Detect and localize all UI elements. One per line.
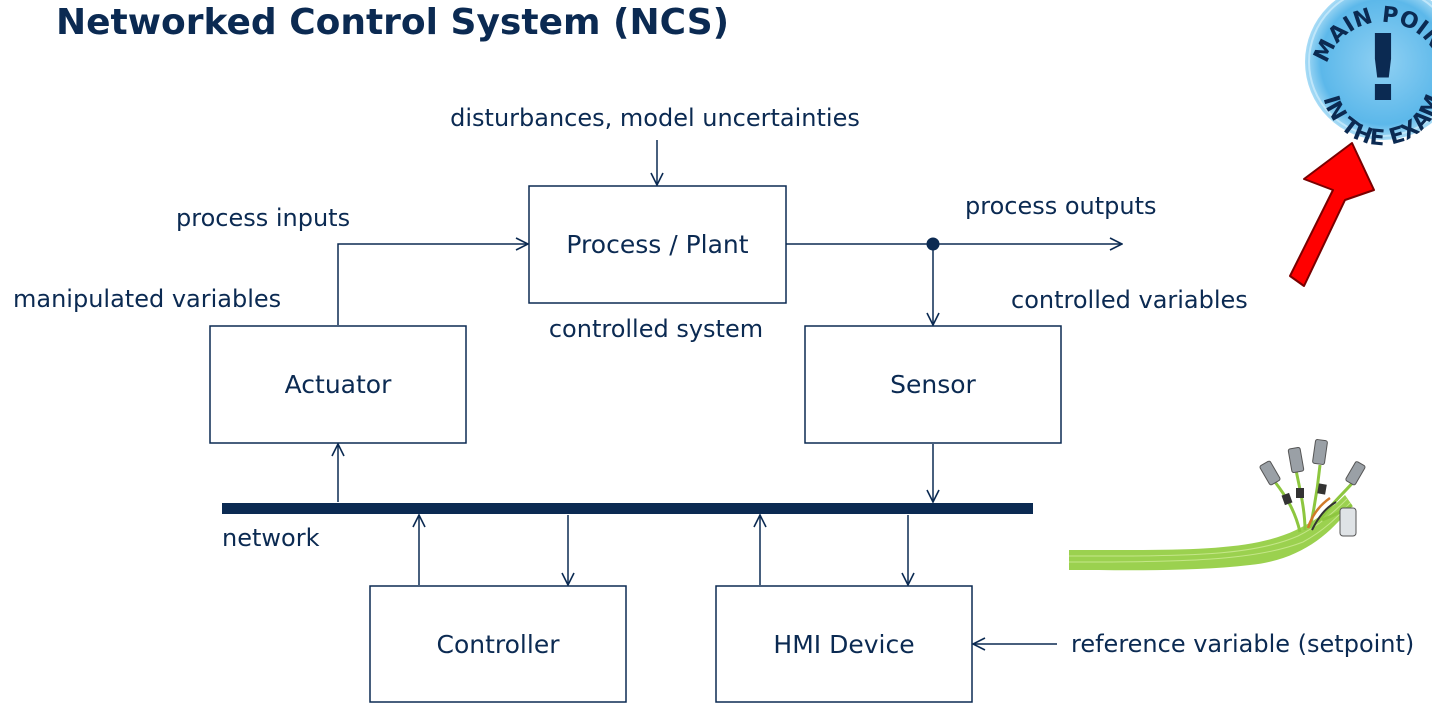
disturbances-label: disturbances, model uncertainties — [450, 104, 860, 132]
controlled-variables-label: controlled variables — [1011, 286, 1248, 314]
controlled-system-label: controlled system — [549, 315, 763, 343]
process-plant-box: Process / Plant — [528, 185, 787, 304]
red-pointer-arrow — [1289, 142, 1375, 287]
process-outputs-label: process outputs — [965, 192, 1157, 220]
actuator-label: Actuator — [285, 370, 392, 399]
process-input-arrow — [337, 244, 528, 325]
cable-bundle-illustration — [1068, 439, 1366, 571]
sensor-label: Sensor — [890, 370, 976, 399]
branch-point — [926, 237, 940, 251]
process-inputs-label: process inputs — [176, 204, 350, 232]
hmi-device-box: HMI Device — [715, 585, 973, 703]
hmi-device-label: HMI Device — [773, 630, 914, 659]
controller-label: Controller — [437, 630, 561, 659]
actuator-box: Actuator — [209, 325, 467, 444]
controller-box: Controller — [369, 585, 627, 703]
process-plant-label: Process / Plant — [566, 230, 748, 259]
network-bus — [222, 503, 1033, 514]
manipulated-variables-label: manipulated variables — [13, 285, 281, 313]
slide-title: Networked Control System (NCS) — [56, 2, 730, 43]
exclamation-icon: ! — [1362, 15, 1404, 122]
connectors — [338, 140, 1122, 644]
reference-variable-label: reference variable (setpoint) — [1071, 630, 1414, 658]
sensor-box: Sensor — [804, 325, 1062, 444]
network-label: network — [222, 524, 320, 552]
main-point-badge: MAIN POINT IN THE EXAM ! — [1305, 0, 1432, 151]
